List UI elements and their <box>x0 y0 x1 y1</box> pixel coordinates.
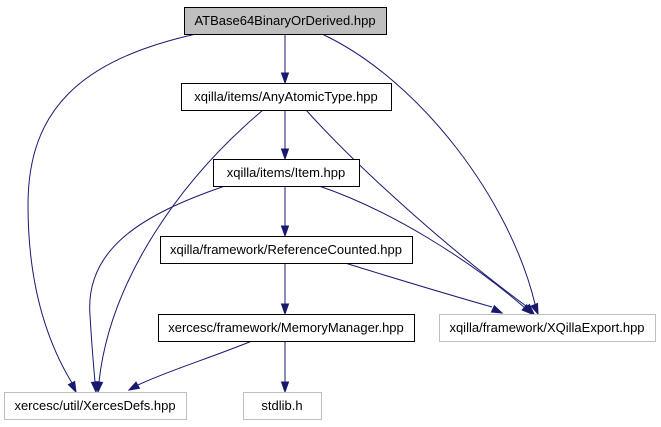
node-box[interactable] <box>213 159 360 187</box>
edge-arrowhead <box>280 303 290 316</box>
node-stdlib[interactable]: stdlib.h <box>243 392 322 420</box>
nodes-layer: ATBase64BinaryOrDerived.hpp xqilla/items/… <box>4 7 656 420</box>
node-refcounted[interactable]: xqilla/framework/ReferenceCounted.hpp <box>160 236 413 264</box>
edge-line <box>305 109 527 307</box>
edge-item-to-refcounted <box>280 186 290 238</box>
edge-memmgr-to-xercesdefs <box>127 340 253 391</box>
node-label: xqilla/framework/ReferenceCounted.hpp <box>170 242 402 257</box>
node-label: xqilla/items/Item.hpp <box>227 165 346 180</box>
edge-item-to-xqillaexport <box>318 185 534 315</box>
node-label: ATBase64BinaryOrDerived.hpp <box>194 13 375 28</box>
node-item[interactable]: xqilla/items/Item.hpp <box>213 159 360 187</box>
edge-line <box>344 262 493 308</box>
edge-line <box>321 33 536 305</box>
edge-arrowhead <box>521 303 534 315</box>
edge-refcounted-to-xqillaexport <box>344 262 504 314</box>
edge-line <box>137 340 253 386</box>
node-xqillaexport[interactable]: xqilla/framework/XQillaExport.hpp <box>439 314 656 342</box>
edge-arrowhead <box>530 302 539 316</box>
node-box[interactable] <box>184 7 387 35</box>
edge-line <box>318 185 526 309</box>
edge-line <box>89 185 226 383</box>
node-label: xqilla/items/AnyAtomicType.hpp <box>194 89 378 104</box>
edge-root-to-anyatomic <box>280 34 290 85</box>
edge-item-to-xercesdefs <box>89 185 226 394</box>
node-memmgr[interactable]: xercesc/framework/MemoryManager.hpp <box>158 314 415 342</box>
node-label: xqilla/framework/XQillaExport.hpp <box>449 320 644 335</box>
node-anyatomic[interactable]: xqilla/items/AnyAtomicType.hpp <box>181 83 392 111</box>
edge-anyatomic-to-xqillaexport <box>305 109 536 316</box>
edge-root-to-xercesdefs <box>27 33 197 394</box>
edge-arrowhead <box>67 380 77 394</box>
edges-layer <box>27 33 539 394</box>
node-box[interactable] <box>439 314 656 342</box>
edge-root-to-xqillaexport <box>321 33 539 316</box>
node-xercesdefs[interactable]: xercesc/util/XercesDefs.hpp <box>4 392 187 420</box>
node-label: stdlib.h <box>261 398 302 413</box>
edge-memmgr-to-stdlib <box>280 341 290 394</box>
node-label: xercesc/util/XercesDefs.hpp <box>14 398 175 413</box>
node-box[interactable] <box>160 236 413 264</box>
edge-anyatomic-to-item <box>280 110 290 161</box>
edge-arrowhead <box>490 304 504 314</box>
node-box[interactable] <box>243 392 322 420</box>
edge-line <box>27 33 197 384</box>
edge-arrowhead <box>90 381 100 394</box>
edge-line <box>98 109 264 383</box>
edge-arrowhead <box>127 381 141 391</box>
edge-arrowhead <box>280 72 290 85</box>
edge-arrowhead <box>280 225 290 238</box>
node-root[interactable]: ATBase64BinaryOrDerived.hpp <box>184 7 387 35</box>
edge-arrowhead <box>280 148 290 161</box>
edge-arrowhead <box>280 381 290 394</box>
node-box[interactable] <box>158 314 415 342</box>
node-box[interactable] <box>181 83 392 111</box>
node-box[interactable] <box>4 392 187 420</box>
node-label: xercesc/framework/MemoryManager.hpp <box>168 320 404 335</box>
edge-refcounted-to-memmgr <box>280 263 290 316</box>
